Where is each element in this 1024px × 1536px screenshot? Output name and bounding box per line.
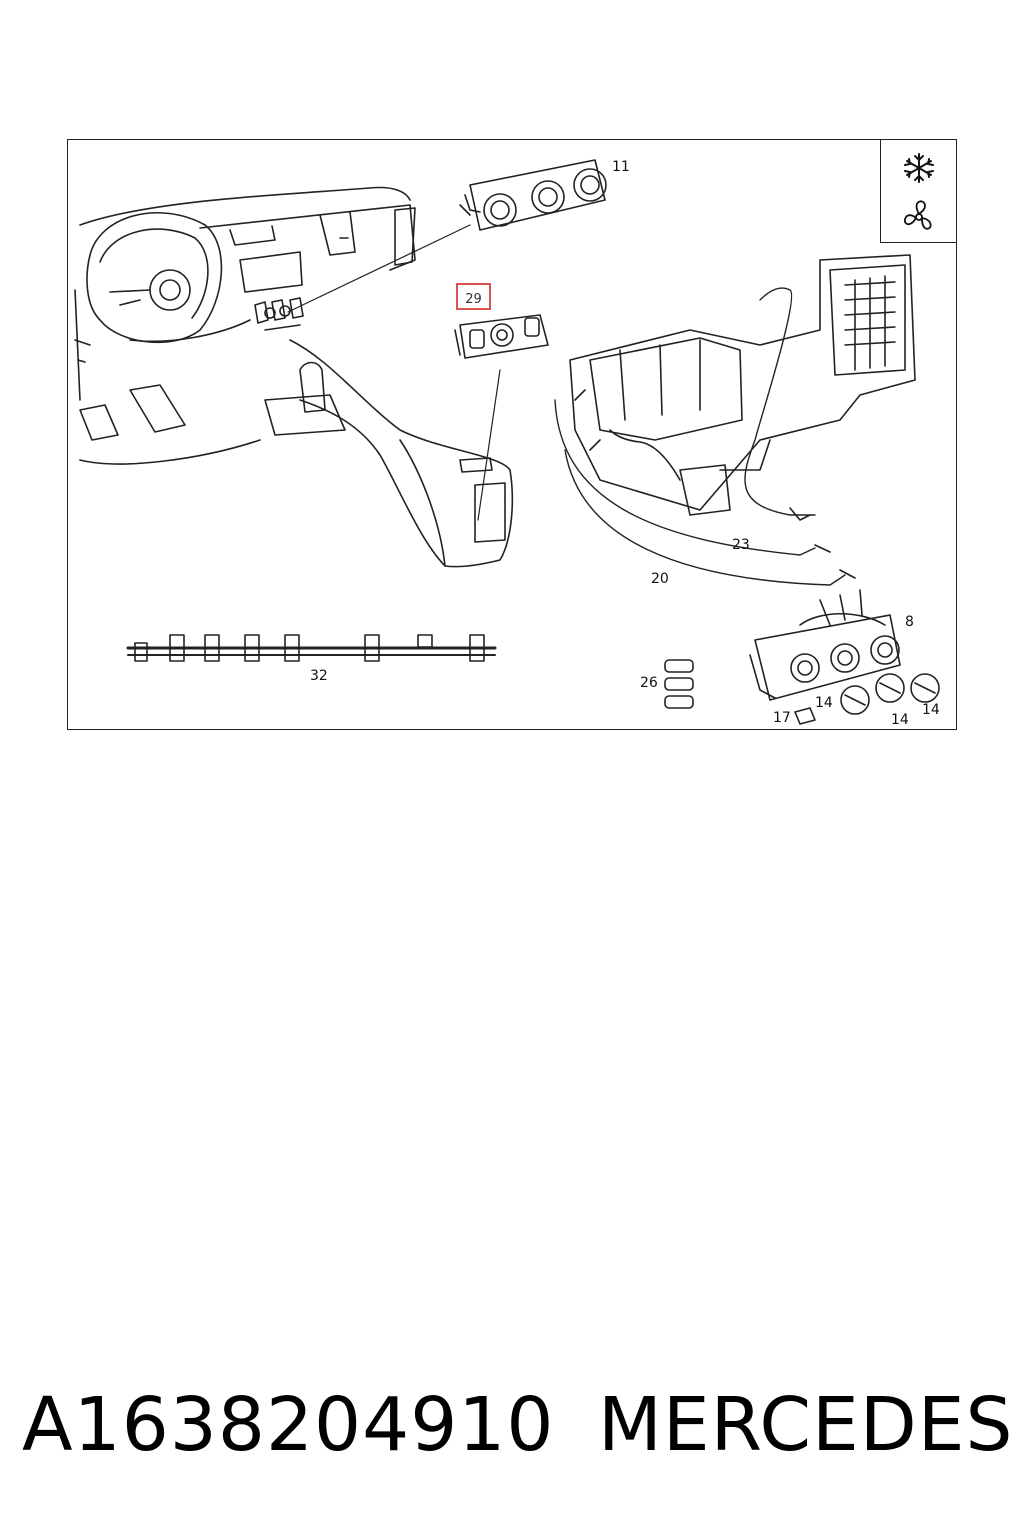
part-17-bulb [794,707,816,725]
part-11-control-panel [459,159,607,231]
callout-14-a: 14 [815,695,833,711]
snowflake-icon [904,153,934,183]
callout-17: 17 [773,710,791,726]
callout-29: 29 [465,292,482,307]
part-26-clips [664,659,694,709]
brand-name: MERCEDES [598,1382,1014,1468]
callout-14-b: 14 [891,712,909,728]
callout-11: 11 [612,159,630,175]
part-29-switch [454,314,549,359]
highlighted-callout-box: 29 [456,283,491,310]
hvac-housing [554,254,916,586]
callout-20: 20 [651,571,669,587]
callout-8: 8 [905,614,914,630]
icon-panel [880,140,956,243]
part-14-knobs [840,673,940,715]
part-32-harness [126,634,497,662]
parts-diagram [74,159,940,725]
diagram-frame [67,139,957,730]
callout-23: 23 [732,537,750,553]
callout-14-c: 14 [922,702,940,718]
fan-icon [904,200,932,230]
part-number: A1638204910 [22,1382,555,1468]
callout-26: 26 [640,675,658,691]
part-8-control-unit [749,589,901,701]
dashboard-drawing [74,186,514,568]
callout-32: 32 [310,668,328,684]
footer-caption: A1638204910 MERCEDES [0,1370,1024,1480]
